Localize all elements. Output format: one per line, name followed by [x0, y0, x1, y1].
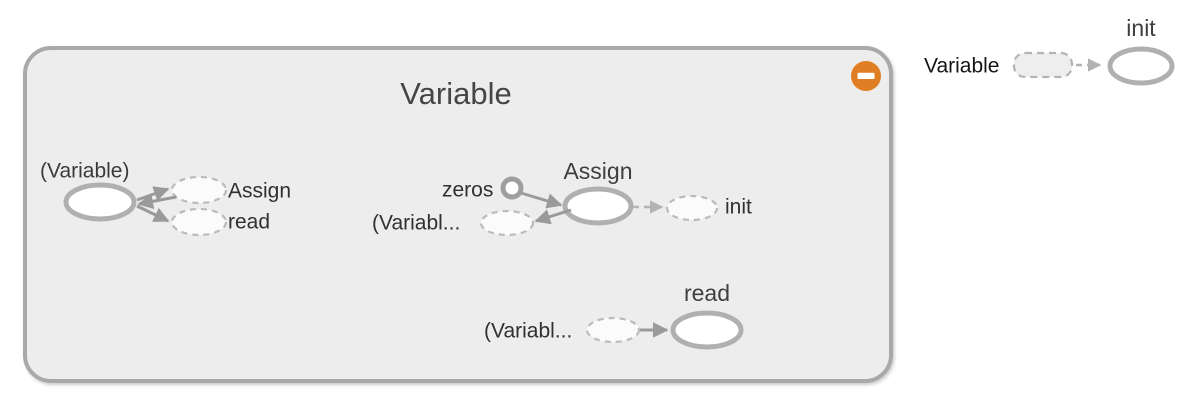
edge-assign-to-input-ref — [534, 208, 572, 225]
zeros-label: zeros — [442, 179, 493, 202]
init-stub-label: init — [725, 196, 752, 219]
edge-stub-to-core — [137, 193, 177, 210]
variable-core-label: (Variable) — [40, 160, 129, 183]
scope-title: Variable — [400, 76, 511, 111]
node-read-input-ref[interactable] — [585, 316, 641, 344]
read-stub-label: read — [228, 211, 270, 234]
node-assign-stub[interactable] — [170, 175, 228, 205]
node-init-stub[interactable] — [665, 194, 719, 222]
edge-zeros-to-assign — [520, 191, 563, 209]
node-read-op[interactable] — [670, 310, 744, 350]
aside-variable-label: Variable — [924, 55, 1000, 78]
node-assign-op[interactable] — [562, 186, 634, 226]
node-zeros[interactable] — [500, 176, 524, 200]
assign-stub-label: Assign — [228, 180, 291, 203]
minus-bar-icon — [857, 72, 875, 79]
node-aside-variable-group[interactable] — [1012, 51, 1074, 79]
variable-scope-group[interactable]: Variable (Variable) Assign read — [23, 46, 893, 383]
node-assign-input-ref[interactable] — [479, 209, 535, 237]
assign-cluster[interactable]: Assign zeros (Variabl... init — [372, 158, 752, 237]
node-variable-core[interactable] — [63, 182, 137, 222]
read-cluster[interactable]: read (Variabl... — [484, 280, 744, 350]
assign-op-title: Assign — [563, 158, 632, 184]
node-aside-init[interactable] — [1107, 46, 1175, 86]
read-input-ref-label: (Variabl... — [484, 320, 572, 343]
aside-init-label: init — [1126, 15, 1156, 41]
collapse-group-button[interactable] — [851, 61, 881, 91]
assign-input-ref-label: (Variabl... — [372, 212, 460, 235]
scope-container[interactable] — [23, 46, 893, 383]
variable-core-cluster[interactable]: (Variable) Assign read — [40, 160, 291, 237]
node-read-stub[interactable] — [170, 207, 228, 237]
aside-minimap-cluster[interactable]: Variable init — [924, 15, 1175, 86]
read-op-title: read — [684, 280, 730, 306]
